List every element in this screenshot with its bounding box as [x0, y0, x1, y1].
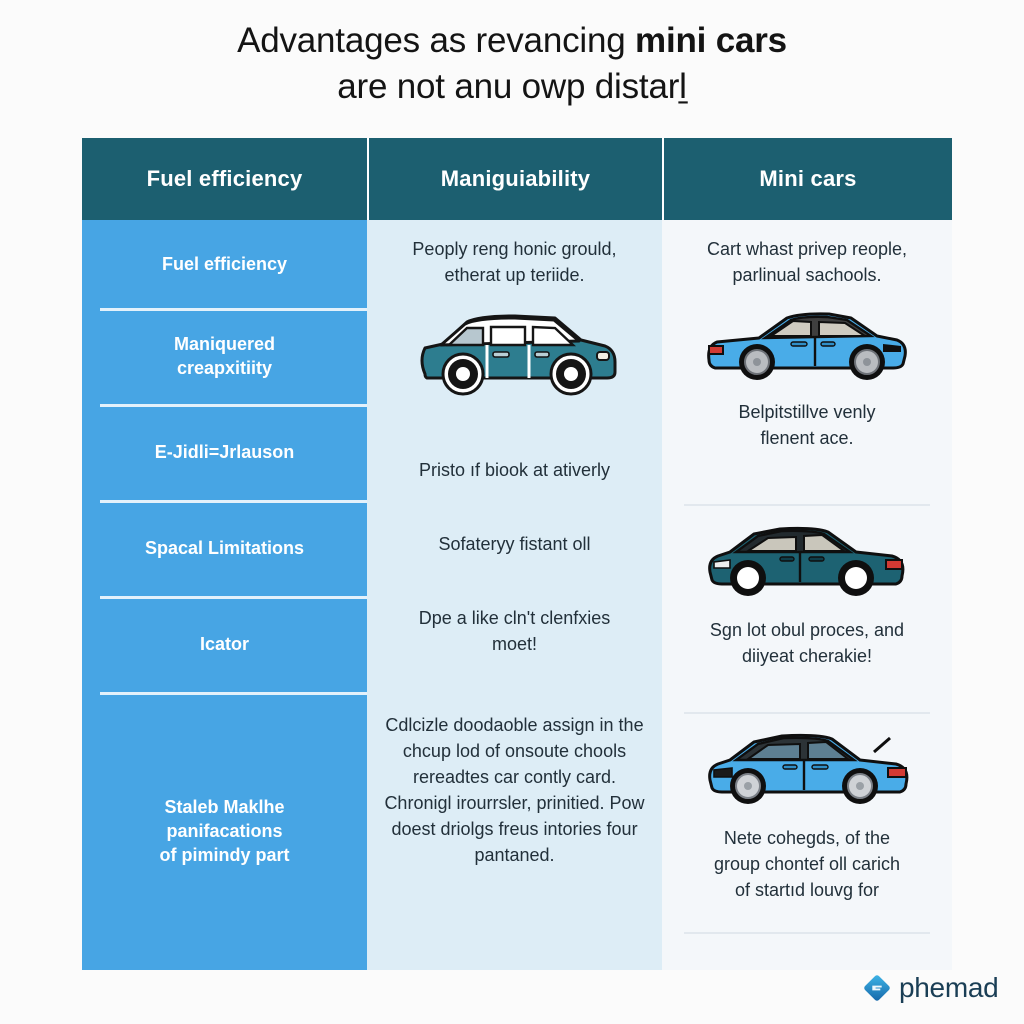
table-header-cell-1: Fuel efficiency — [82, 138, 367, 220]
left-row-label-1: Fuel efficiency — [161, 253, 288, 274]
teal-hatchback-car-icon — [704, 518, 910, 607]
right-cell-1-top-text: Cart whast privep reople, parlinual sach… — [706, 239, 908, 286]
middle-paragraph-4: Dpe a like cln't clenfxies moet! — [418, 608, 611, 655]
title-line-2: are not anu owp distarḻ — [337, 66, 687, 106]
left-row-label-5: Icator — [199, 633, 250, 654]
right-cell-1-bottom-text: Belpitstillve venly flenent ace. — [738, 402, 876, 449]
diamond-logo-icon — [862, 973, 892, 1003]
table-row: Fuel efficiency — [82, 220, 367, 308]
right-cell-2-bottom-text: Sgn lot obul proces, and diiyeat cheraki… — [709, 620, 905, 667]
table-column-mini-cars: Mini cars Cart whast privep reople, parl… — [662, 138, 952, 970]
table-header-label-2: Maniguiability — [440, 166, 591, 191]
brand-logo-text: phemad — [899, 972, 999, 1003]
classic-mini-car-icon — [405, 304, 625, 405]
blue-hatchback-car-icon — [700, 726, 914, 815]
table-row: Spacal Limitations — [82, 500, 367, 596]
table-column-fuel-efficiency: Fuel efficiency Fuel efficiency Maniquer… — [82, 138, 367, 970]
list-item: Cart whast privep reople, parlinual sach… — [662, 220, 952, 504]
list-item — [662, 932, 952, 970]
blue-sedan-car-icon — [701, 302, 913, 389]
middle-paragraph-3: Sofateryy fistant oll — [438, 534, 591, 555]
table-row: Maniquered creapxitiity — [82, 308, 367, 404]
left-row-label-6: Staleb Maklhe panifacations of pimindy p… — [159, 796, 290, 866]
title-line-1: Advantages as revancing mini cars — [0, 18, 1024, 64]
list-item: Nete cohegds, of the group chontef oll c… — [662, 712, 952, 932]
table-header-label-1: Fuel efficiency — [146, 166, 303, 191]
middle-column-body: Peoply reng honic grould, etherat up ter… — [367, 220, 662, 970]
table-header-cell-2: Maniguiability — [367, 138, 662, 220]
right-cell-3-bottom-text: Nete cohegds, of the group chontef oll c… — [713, 828, 901, 901]
brand-logo: phemad — [862, 972, 999, 1004]
middle-paragraph-5: Cdlcizle doodaoble assign in the chcup l… — [384, 714, 645, 866]
title-text-bold: mini cars — [635, 21, 787, 60]
comparison-table: Fuel efficiency Fuel efficiency Maniquer… — [82, 138, 952, 970]
table-row: Staleb Maklhe panifacations of pimindy p… — [82, 692, 367, 970]
list-item: Sgn lot obul proces, and diiyeat cheraki… — [662, 504, 952, 712]
middle-paragraph-2: Pristo ıf biook at ativerly — [418, 460, 611, 481]
table-row: E-Jidli=Jrlauson — [82, 404, 367, 500]
left-row-label-2: Maniquered creapxitiity — [173, 333, 275, 378]
left-row-label-4: Spacal Limitations — [144, 537, 305, 558]
table-column-maniguiability: Maniguiability Peoply reng honic grould,… — [367, 138, 662, 970]
title-text-normal: Advantages as revancing — [237, 21, 636, 60]
table-header-cell-3: Mini cars — [662, 138, 952, 220]
page-title: Advantages as revancing mini cars are no… — [0, 18, 1024, 109]
table-header-label-3: Mini cars — [759, 166, 857, 191]
table-row: Icator — [82, 596, 367, 692]
left-row-label-3: E-Jidli=Jrlauson — [154, 441, 295, 462]
middle-paragraph-1: Peoply reng honic grould, etherat up ter… — [412, 239, 617, 286]
